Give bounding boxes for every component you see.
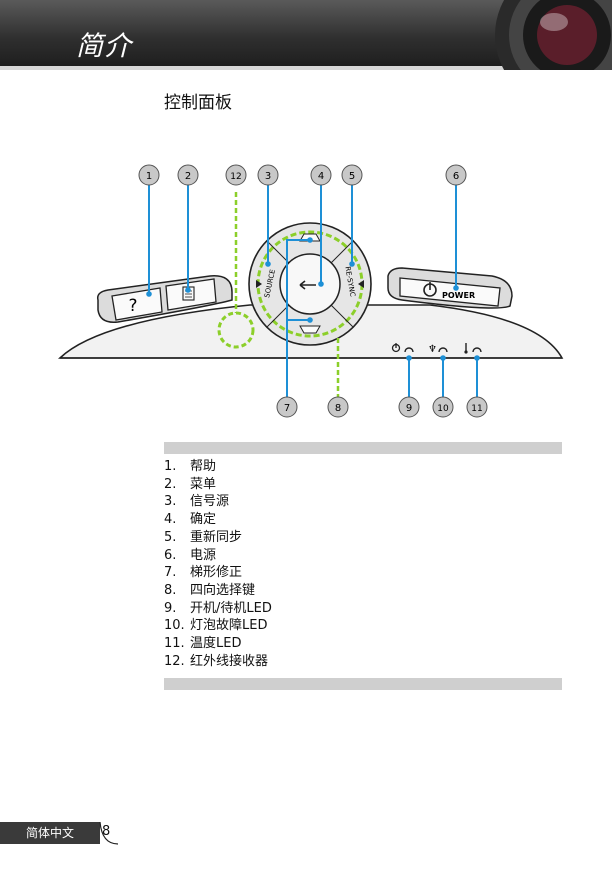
lamp-icon: ♆: [428, 344, 437, 355]
legend-bottom-bar: [164, 678, 562, 690]
svg-text:1: 1: [146, 171, 152, 182]
footer-curve: [99, 821, 119, 845]
keystone-down-icon: [299, 325, 321, 334]
section-title: 控制面板: [164, 93, 232, 113]
list-item: 1.帮助: [164, 459, 217, 474]
svg-text:6: 6: [453, 171, 459, 182]
list-item: 2.菜单: [164, 476, 217, 492]
enter-button[interactable]: [279, 253, 341, 315]
list-item: 12.红外线接收器: [164, 653, 269, 669]
page-number: 8: [102, 824, 111, 839]
callout-5: 5: [341, 164, 363, 186]
power-led: [391, 343, 414, 353]
list-item: 6.电源: [164, 547, 217, 563]
svg-text:3: 3: [265, 171, 271, 182]
footer-language-tab: 简体中文: [0, 822, 100, 844]
list-item: 3.信号源: [164, 494, 230, 510]
legend-list: 1.帮助 2.菜单 3.信号源 4.确定 5.重新同步 6.电源 7.梯形修正 …: [164, 458, 272, 670]
svg-text:2: 2: [185, 171, 191, 182]
list-item: 5.重新同步: [164, 529, 243, 545]
callout-2: 2: [177, 164, 199, 186]
legend-top-bar: [164, 442, 562, 454]
list-item: 7.梯形修正: [164, 565, 243, 581]
power-button[interactable]: POWER: [399, 277, 501, 307]
header-stripe: [0, 66, 520, 70]
list-item: 9.开机/待机LED: [164, 600, 272, 616]
list-item: 10.灯泡故障LED: [164, 618, 268, 634]
svg-text:5: 5: [349, 171, 355, 182]
svg-text:11: 11: [471, 404, 482, 414]
svg-text:8: 8: [335, 403, 341, 414]
temp-led: [464, 343, 482, 354]
ir-receiver: [217, 311, 255, 349]
page-header: 简介: [0, 0, 612, 70]
callout-3: 3: [257, 164, 279, 186]
svg-text:4: 4: [318, 171, 324, 182]
left-arrow-icon: [256, 280, 262, 288]
list-item: 11.温度LED: [164, 636, 242, 652]
page-title: 简介: [76, 31, 132, 62]
right-arrow-icon: [358, 280, 364, 288]
callout-1: 1: [138, 164, 160, 186]
list-item: 4.确定: [164, 512, 217, 528]
callout-7: 7: [276, 396, 298, 418]
svg-text:12: 12: [230, 172, 241, 182]
callout-12: 12: [225, 164, 247, 186]
svg-text:9: 9: [406, 403, 412, 414]
power-label: POWER: [442, 291, 475, 300]
svg-text:10: 10: [437, 404, 449, 414]
callout-4: 4: [310, 164, 332, 186]
enter-icon: [299, 280, 316, 290]
svg-text:7: 7: [284, 403, 290, 414]
callout-11: 11: [466, 396, 488, 418]
control-panel-diagram: ? SOURCE RE-SYNC POWER ♆: [57, 164, 564, 418]
lamp-led: ♆: [428, 344, 448, 355]
lens-graphic: [495, 0, 612, 70]
callout-8: 8: [327, 396, 349, 418]
list-item: 8.四向选择键: [164, 582, 256, 598]
callout-9: 9: [398, 396, 420, 418]
callout-10: 10: [432, 396, 454, 418]
help-icon: ?: [128, 296, 137, 316]
callout-6: 6: [445, 164, 467, 186]
